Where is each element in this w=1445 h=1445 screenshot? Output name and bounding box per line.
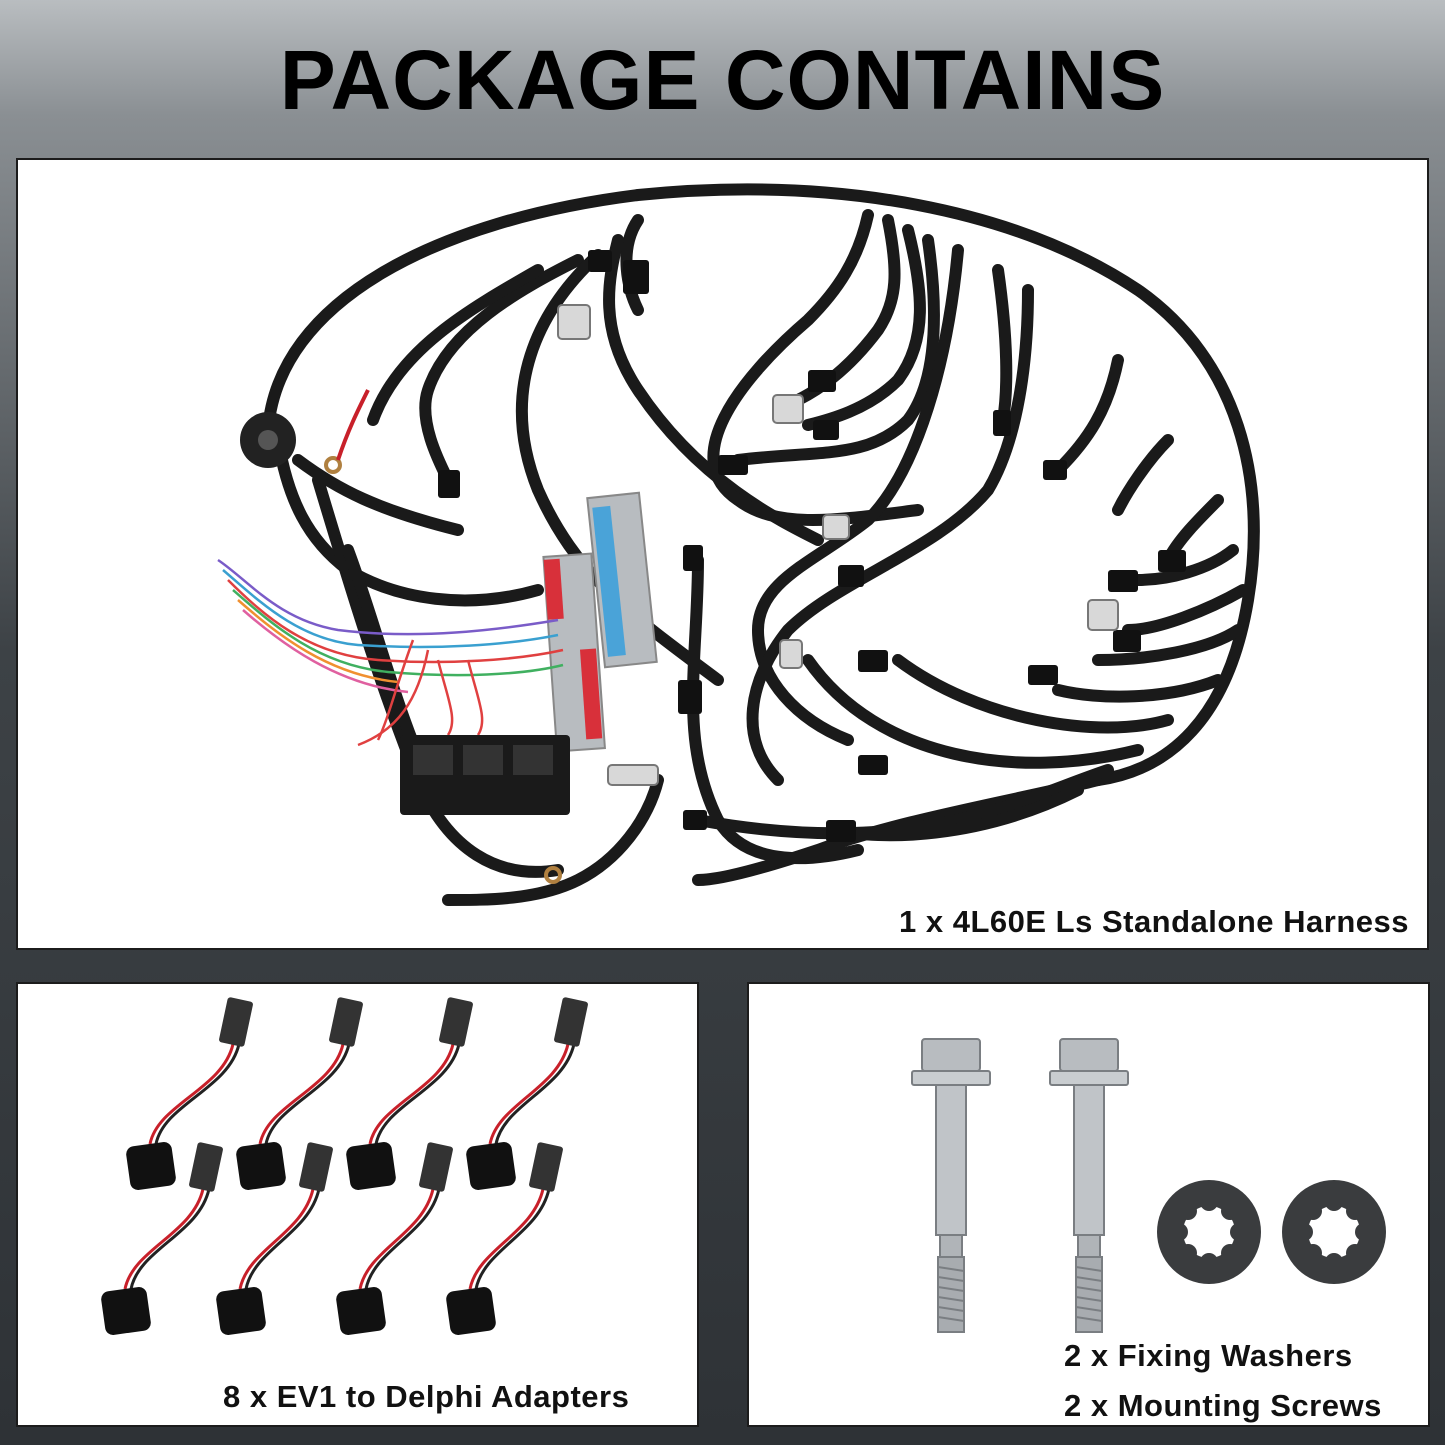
ev1-delphi-adapter (236, 997, 363, 1190)
fixing-washer-2 (1282, 1180, 1386, 1284)
washers-caption: 2 x Fixing Washers (1064, 1338, 1353, 1373)
ev1-delphi-adapter (126, 997, 253, 1190)
ev1-delphi-adapter (466, 997, 588, 1190)
adapters-panel: 8 x EV1 to Delphi Adapters (16, 982, 699, 1427)
hardware-panel: 2 x Fixing Washers 2 x Mounting Screws (747, 982, 1430, 1427)
ev1-delphi-adapter (101, 1142, 223, 1335)
hardware-illustration (911, 1038, 1386, 1333)
harness-panel: 1 x 4L60E Ls Standalone Harness (16, 158, 1429, 950)
mounting-screw-1 (911, 1038, 991, 1333)
page-title: PACKAGE CONTAINS (279, 33, 1166, 127)
mounting-screw-2 (1049, 1038, 1129, 1333)
screws-caption: 2 x Mounting Screws (1064, 1388, 1382, 1423)
adapters-illustration (101, 997, 588, 1335)
ev1-delphi-adapter (446, 1142, 563, 1335)
harness-caption: 1 x 4L60E Ls Standalone Harness (899, 904, 1409, 939)
ev1-delphi-adapter (346, 997, 473, 1190)
ev1-delphi-adapter (336, 1142, 453, 1335)
fixing-washer-1 (1157, 1180, 1261, 1284)
ev1-delphi-adapter (216, 1142, 333, 1335)
harness-illustration (217, 183, 1260, 906)
adapters-caption: 8 x EV1 to Delphi Adapters (223, 1379, 630, 1414)
